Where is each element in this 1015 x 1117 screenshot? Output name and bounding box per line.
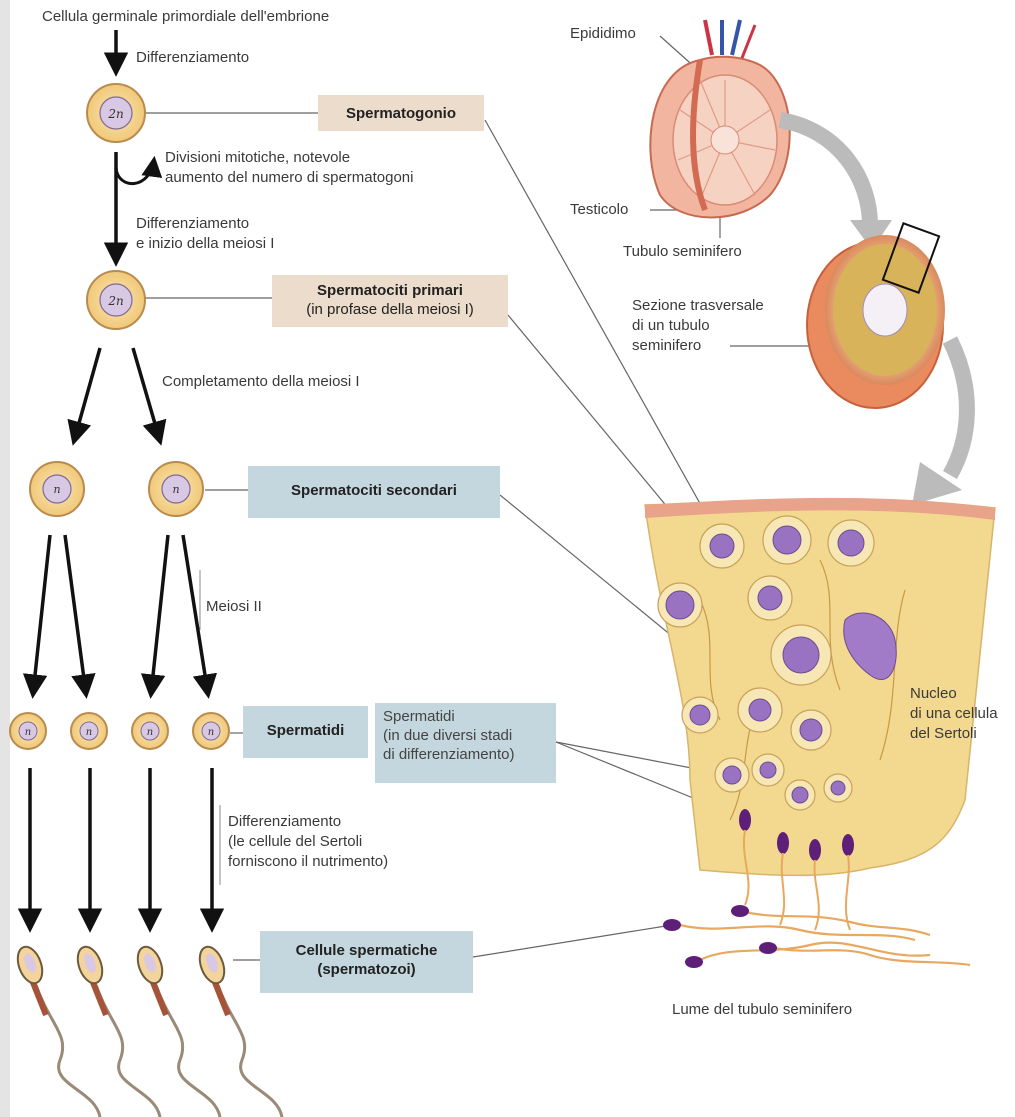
final-diff-line-1: Differenziamento xyxy=(228,812,341,831)
meiosis2-label: Meiosi II xyxy=(206,597,262,616)
ploidy-label: 2n xyxy=(107,107,123,121)
meiosis1-start-line-1: Differenziamento xyxy=(136,214,249,233)
sezione-line-3: seminifero xyxy=(632,336,701,355)
sezione-line-2: di un tubulo xyxy=(632,316,710,335)
ploidy-label: n xyxy=(172,483,179,496)
spermatidi-stages-line-1: Spermatidi xyxy=(383,707,548,726)
cellule-spermatiche-box: Cellule spermatiche (spermatozoi) xyxy=(260,931,473,993)
spermatociti-secondari-title: Spermatociti secondari xyxy=(291,482,457,499)
spermatidi-stages-line-3: di differenziamento) xyxy=(383,745,548,764)
cell-spermatide-4: n xyxy=(193,713,229,749)
nucleo-line-1: Nucleo xyxy=(910,684,1015,703)
cell-spermatide-1: n xyxy=(10,713,46,749)
ploidy-label: n xyxy=(53,483,60,496)
lume-label: Lume del tubulo seminifero xyxy=(672,1000,852,1019)
spermatogonio-title: Spermatogonio xyxy=(318,104,484,123)
meiosis1-end-label: Completamento della meiosi I xyxy=(162,372,360,391)
primordial-germ-cell-label: Cellula germinale primordiale dell'embri… xyxy=(42,7,329,26)
spermatidi-box: Spermatidi xyxy=(243,706,368,758)
nucleo-line-3: del Sertoli xyxy=(910,724,1015,743)
tubule-cross-section xyxy=(807,223,945,408)
ploidy-label: n xyxy=(208,727,214,738)
ploidy-label: 2n xyxy=(107,294,123,308)
spermatidi-stages-box: Spermatidi (in due diversi stadi di diff… xyxy=(375,703,556,783)
final-diff-line-3: forniscono il nutrimento) xyxy=(228,852,388,871)
cell-spermatocita-secondario-2: n xyxy=(149,462,203,516)
spermatociti-secondari-box: Spermatociti secondari xyxy=(248,466,500,518)
epididimo-label: Epididimo xyxy=(570,24,636,43)
cellule-spermatiche-sub: (spermatozoi) xyxy=(260,960,473,979)
spermatogonio-box: Spermatogonio xyxy=(318,95,484,131)
ploidy-label: n xyxy=(25,727,31,738)
cell-spermatide-2: n xyxy=(71,713,107,749)
final-diff-line-2: (le cellule del Sertoli xyxy=(228,832,362,851)
testis-illustration xyxy=(650,20,789,218)
spermatidi-title: Spermatidi xyxy=(267,722,345,739)
cell-spermatogonio: 2n xyxy=(87,84,145,142)
zoom-arrow-2 xyxy=(950,340,967,475)
tubulo-seminifero-label: Tubulo seminifero xyxy=(623,242,742,261)
spermatociti-primari-title: Spermatociti primari xyxy=(272,281,508,300)
spermatociti-primari-sub: (in profase della meiosi I) xyxy=(272,300,508,319)
sezione-line-1: Sezione trasversale xyxy=(632,296,764,315)
cell-spermatocita-primario: 2n xyxy=(87,271,145,329)
left-margin-stripe xyxy=(0,0,10,1117)
mitotic-note-line-2: aumento del numero di spermatogoni xyxy=(165,168,413,187)
ploidy-label: n xyxy=(86,727,92,738)
spermatidi-stages-line-2: (in due diversi stadi xyxy=(383,726,548,745)
ploidy-label: n xyxy=(147,727,153,738)
differentiation-label: Differenziamento xyxy=(136,48,249,67)
meiosis1-start-line-2: e inizio della meiosi I xyxy=(136,234,274,253)
mitotic-loop-arrow xyxy=(116,160,154,184)
cellule-spermatiche-title: Cellule spermatiche xyxy=(260,941,473,960)
mitotic-note-line-1: Divisioni mitotiche, notevole xyxy=(165,148,350,167)
zoom-arrow-1 xyxy=(780,120,870,225)
nucleo-line-2: di una cellula xyxy=(910,704,1015,723)
lumen-spermatozoa xyxy=(663,905,970,968)
testicolo-label: Testicolo xyxy=(570,200,628,219)
spermatociti-primari-box: Spermatociti primari (in profase della m… xyxy=(272,275,508,327)
cell-spermatocita-secondario-1: n xyxy=(30,462,84,516)
cell-spermatide-3: n xyxy=(132,713,168,749)
